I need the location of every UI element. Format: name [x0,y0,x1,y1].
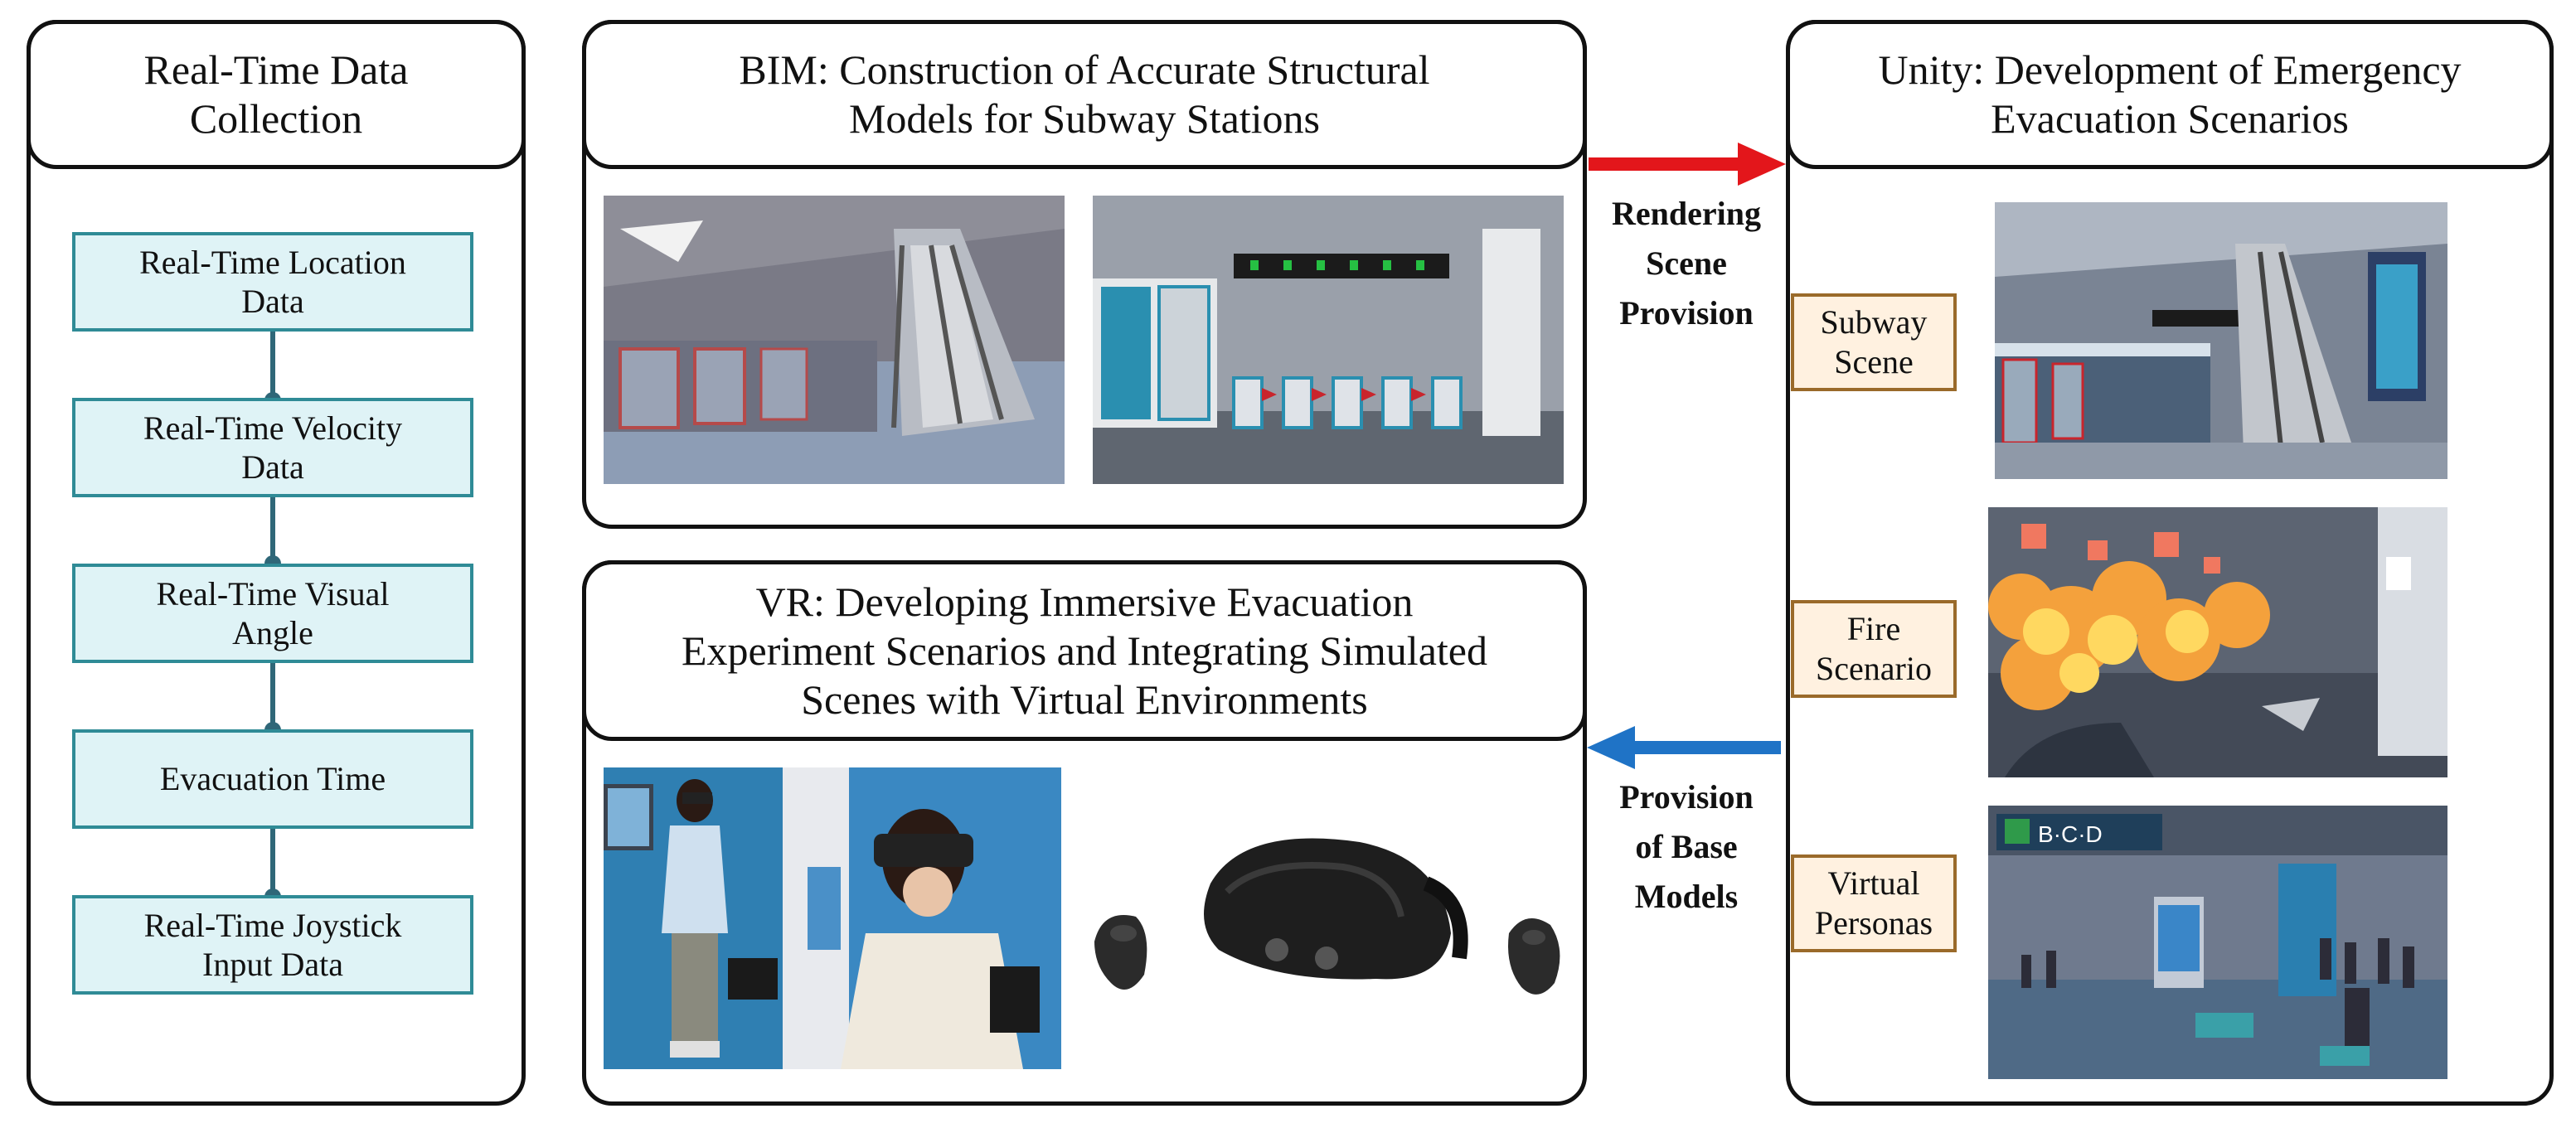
data-box-joystick: Real-Time Joystick Input Data [72,895,473,995]
vr-title-text: VR: Developing Immersive Evacuation Expe… [682,578,1487,723]
tag-subway-scene: Subway Scene [1791,293,1957,391]
data-box-velocity: Real-Time Velocity Data [72,398,473,497]
headset-icon [1204,838,1468,980]
bim-title-text: BIM: Construction of Accurate Structural… [739,46,1430,142]
unity-fire-scenario-image [1988,507,2447,777]
bim-escalator-render [604,196,1065,484]
bim-title: BIM: Construction of Accurate Structural… [582,20,1587,169]
bim-ticket-gates-render [1093,196,1564,484]
data-box-visual-angle: Real-Time Visual Angle [72,564,473,663]
label-rendering-scene-provision: Rendering Scene Provision [1612,195,1761,332]
unity-virtual-personas-image: B·C·D [1988,806,2447,1079]
unity-title-text: Unity: Development of Emergency Evacuati… [1878,46,2462,142]
arrow-provision [1587,726,1781,769]
data-box-evacuation-time: Evacuation Time [72,729,473,829]
data-box-location: Real-Time Location Data [72,232,473,332]
tag-fire-scenario: Fire Scenario [1791,600,1957,698]
vr-participant-photo-1 [604,767,783,1069]
unity-subway-scene-image [1995,202,2447,479]
data-collection-title-text: Real-Time Data Collection [143,46,409,142]
controller-left-icon [1094,915,1147,990]
controller-right-icon [1508,918,1560,995]
data-collection-title: Real-Time Data Collection [27,20,526,169]
vr-participant-photo-2 [783,767,1061,1069]
arrow-rendering [1589,143,1786,186]
vr-title: VR: Developing Immersive Evacuation Expe… [582,560,1587,741]
vr-headset-controllers [1078,809,1575,1008]
label-provision-base-models: Provision of Base Models [1619,778,1754,915]
tag-virtual-personas: Virtual Personas [1791,854,1957,952]
exit-sign-text: B·C·D [2038,821,2103,847]
unity-title: Unity: Development of Emergency Evacuati… [1786,20,2554,169]
